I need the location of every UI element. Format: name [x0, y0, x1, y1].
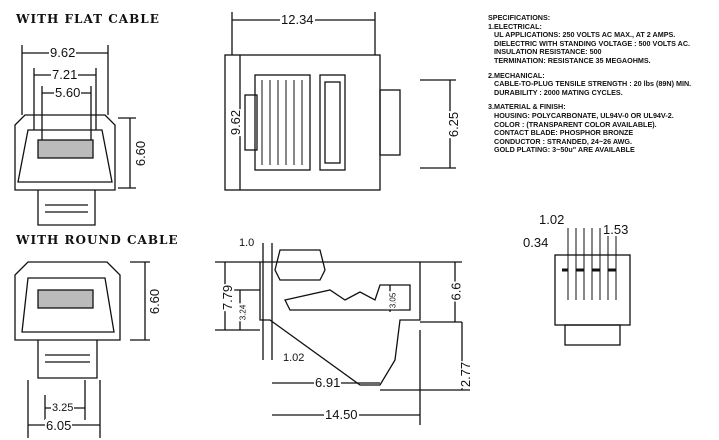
spec-section-title: 2.MECHANICAL:: [488, 70, 545, 80]
spec-section-title: 1.ELECTRICAL:: [488, 21, 542, 31]
contact-view: [554, 228, 631, 346]
dim-side-b: 7.79: [220, 283, 236, 312]
dim-top-h1: 9.62: [228, 108, 244, 137]
dim-side-g: 6.91: [314, 375, 342, 390]
dim-round-w2: 6.05: [45, 418, 73, 433]
dim-side-a: 1.0: [238, 237, 256, 250]
dim-contact-a: 1.02: [538, 212, 566, 227]
top-view: [224, 12, 456, 191]
spec-section-title: 3.MATERIAL & FINISH:: [488, 102, 566, 112]
dim-side-i: 14.50: [324, 407, 359, 422]
spec-line: GOLD PLATING: 3~50u" ARE AVAILABLE: [494, 145, 635, 155]
dim-round-h: 6.60: [147, 287, 163, 316]
spec-line: TERMINATION: RESISTANCE 35 MEGAOHMS.: [494, 55, 651, 65]
dim-side-e: 6.6: [448, 281, 464, 302]
round-cable-title: WITH ROUND CABLE: [16, 233, 179, 247]
dim-top-w: 12.34: [280, 12, 315, 27]
dim-side-h: 2.77: [458, 360, 474, 389]
spec-line: CONDUCTOR : STRANDED, 24~26 AWG.: [494, 136, 632, 146]
spec-section-mechanical: 2.MECHANICAL: CABLE-TO-PLUG TENSILE STRE…: [488, 70, 692, 98]
dim-side-c: 3.24: [236, 303, 250, 322]
dim-contact-b: 1.53: [602, 222, 630, 237]
spec-line: COLOR : (TRANSPARENT COLOR AVAILABLE).: [494, 119, 657, 129]
spec-section-material: 3.MATERIAL & FINISH: HOUSING: POLYCARBON…: [488, 103, 691, 155]
spec-line: CABLE-TO-PLUG TENSILE STRENGTH : 20 lbs …: [494, 79, 692, 89]
spec-line: CONTACT BLADE: PHOSPHOR BRONZE: [494, 128, 634, 138]
dim-flat-w1: 9.62: [49, 45, 77, 60]
dim-top-h2: 6.25: [446, 110, 462, 139]
specifications-heading: SPECIFICATIONS:: [488, 13, 551, 22]
spec-line: DIELECTRIC WITH STANDING VOLTAGE : 500 V…: [494, 38, 691, 48]
side-view: [215, 243, 470, 425]
spec-line: INSULATION RESISTANCE: 500: [494, 47, 602, 57]
dim-flat-h: 6.60: [133, 139, 149, 168]
spec-line: UL APPLICATIONS: 250 VOLTS AC MAX., AT 2…: [494, 30, 676, 40]
dim-flat-w2: 7.21: [51, 67, 79, 82]
spec-section-electrical: 1.ELECTRICAL: UL APPLICATIONS: 250 VOLTS…: [488, 21, 691, 66]
spec-line: HOUSING: POLYCARBONATE, UL94V-0 OR UL94V…: [494, 110, 674, 120]
dim-round-w1: 3.25: [51, 402, 75, 415]
dim-side-d: 3.05: [386, 291, 400, 310]
flat-cable-title: WITH FLAT CABLE: [16, 12, 160, 26]
dim-flat-w3: 5.60: [54, 85, 82, 100]
round-cable-front-view: [14, 261, 150, 438]
flat-cable-front-view: [14, 45, 136, 226]
spec-line: DURABILITY : 2000 MATING CYCLES.: [494, 87, 623, 97]
dim-contact-c: 0.34: [522, 235, 550, 250]
specifications-block: SPECIFICATIONS: 1.ELECTRICAL: UL APPLICA…: [488, 13, 692, 155]
dim-side-f: 1.02: [282, 352, 306, 365]
